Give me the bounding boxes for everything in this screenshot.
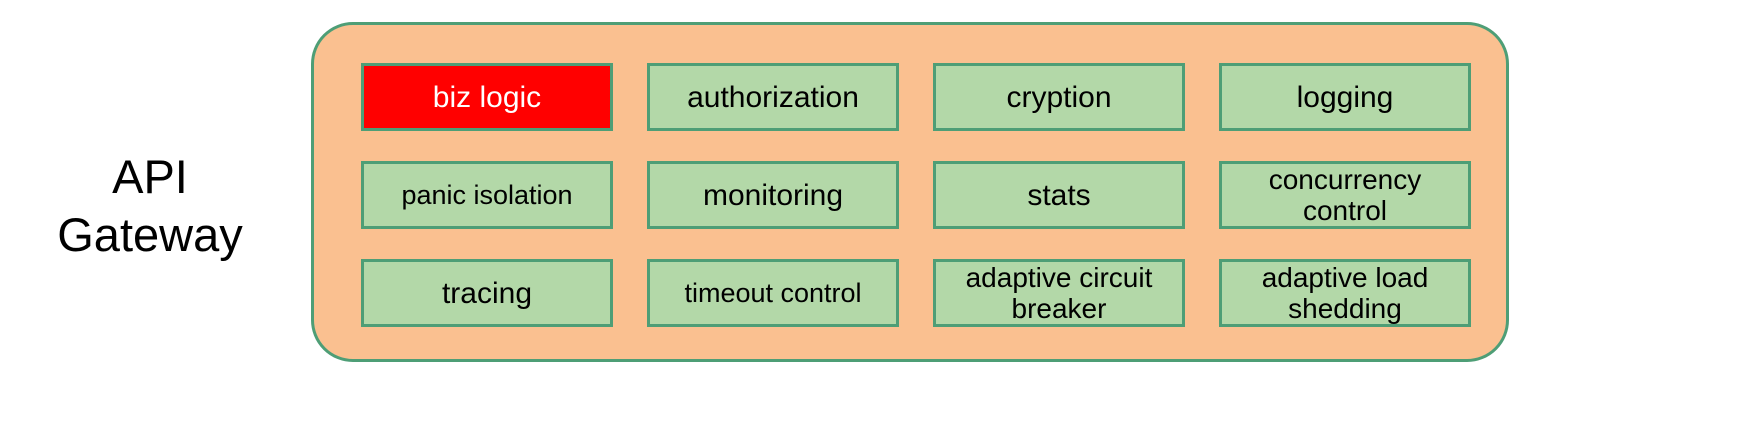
component-box-logging[interactable]: logging bbox=[1219, 63, 1471, 131]
component-grid: biz logic authorization cryption logging pan… bbox=[361, 63, 1471, 327]
component-box-monitoring[interactable]: monitoring bbox=[647, 161, 899, 229]
component-box-biz-logic[interactable]: biz logic bbox=[361, 63, 613, 131]
api-gateway-label: API Gateway bbox=[57, 150, 243, 261]
api-gateway-container: biz logic authorization cryption logging pan… bbox=[311, 22, 1509, 362]
component-box-adaptive-circuit-breaker[interactable]: adaptive circuit breaker bbox=[933, 259, 1185, 327]
component-box-tracing[interactable]: tracing bbox=[361, 259, 613, 327]
component-box-timeout-control[interactable]: timeout control bbox=[647, 259, 899, 327]
component-box-adaptive-load-shedding[interactable]: adaptive load shedding bbox=[1219, 259, 1471, 327]
component-box-stats[interactable]: stats bbox=[933, 161, 1185, 229]
component-box-cryption[interactable]: cryption bbox=[933, 63, 1185, 131]
component-box-panic-isolation[interactable]: panic isolation bbox=[361, 161, 613, 229]
component-box-concurrency-control[interactable]: concurrency control bbox=[1219, 161, 1471, 229]
component-box-authorization[interactable]: authorization bbox=[647, 63, 899, 131]
